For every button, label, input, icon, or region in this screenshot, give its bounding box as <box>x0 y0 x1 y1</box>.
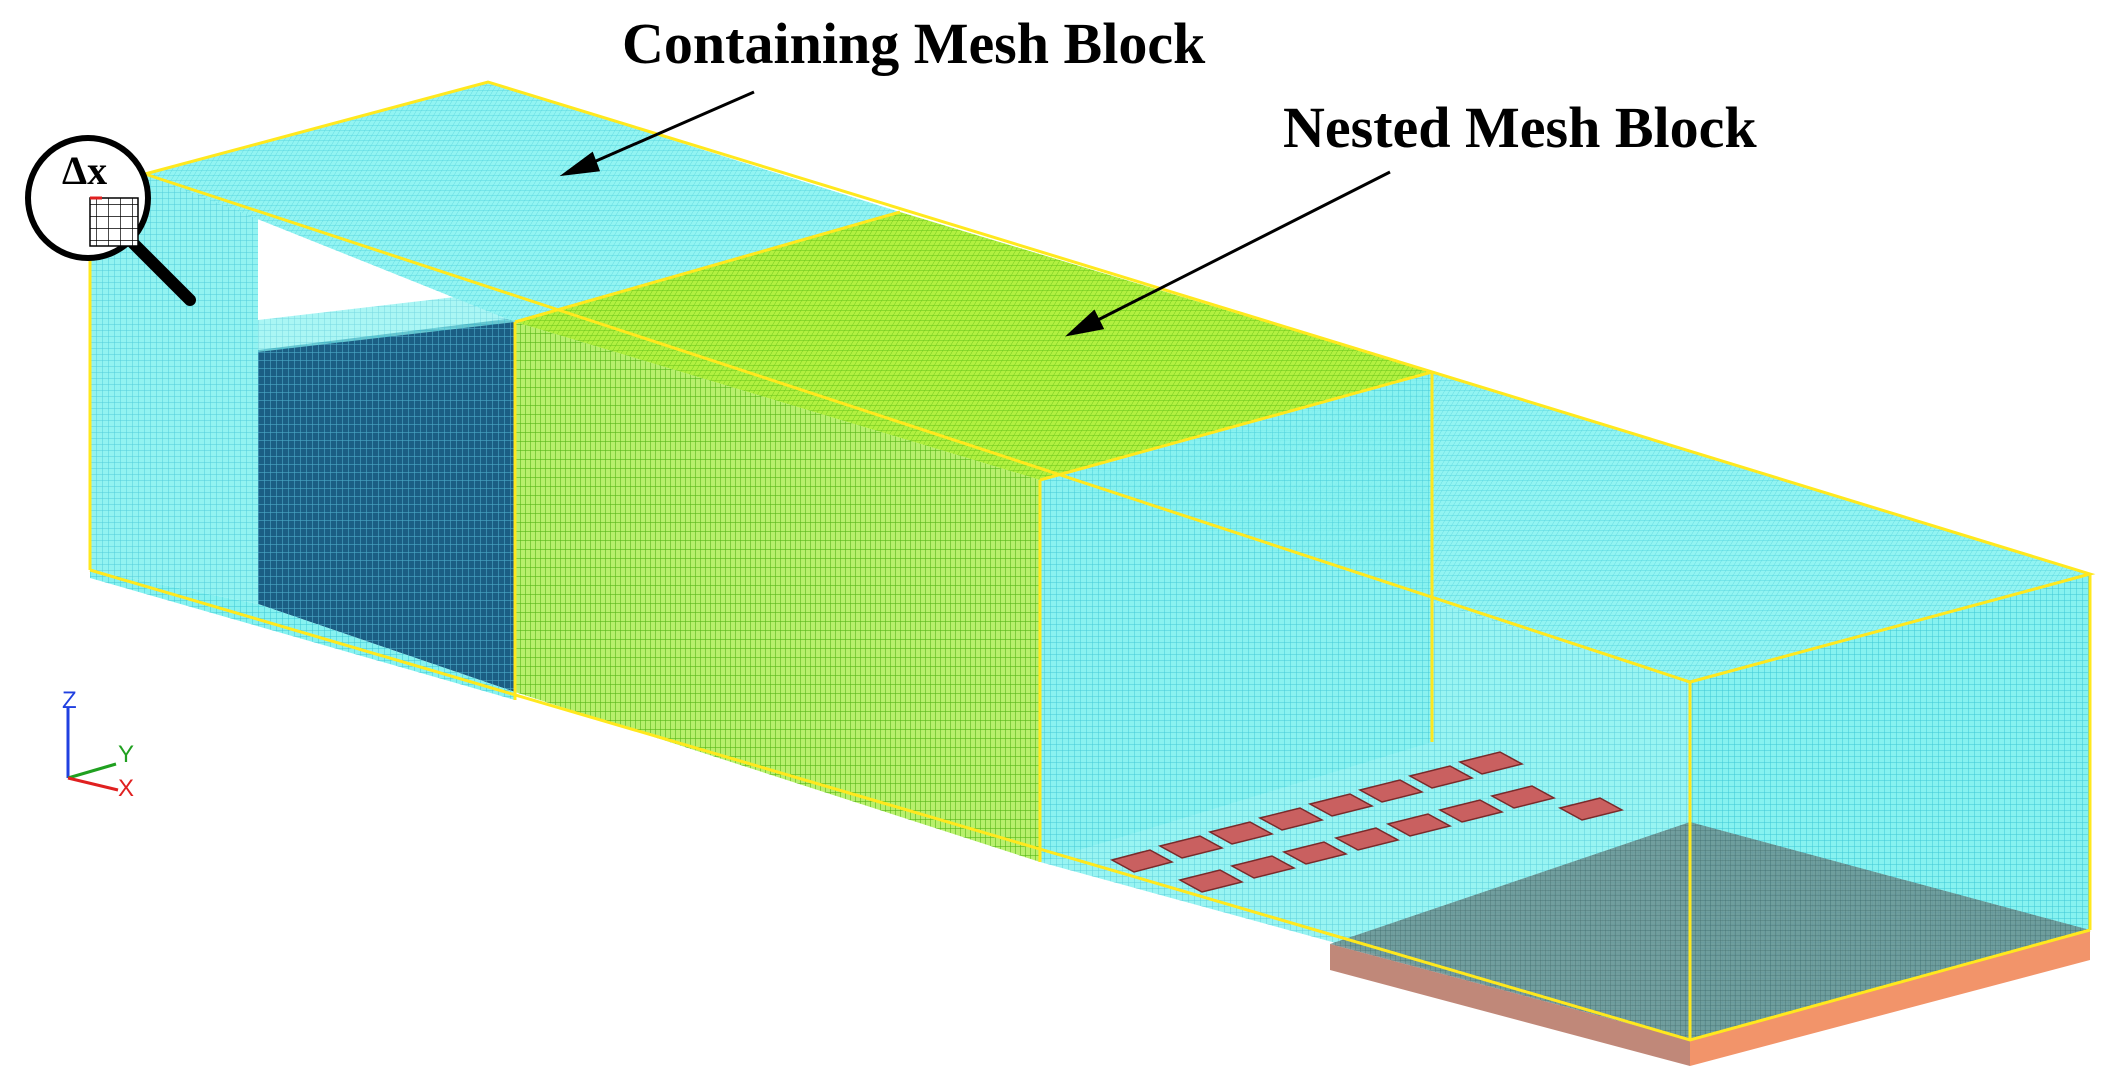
magnifier-grid <box>89 197 139 247</box>
obstacle-block <box>1109 849 1175 873</box>
obstacle-block <box>1307 793 1375 817</box>
containing-mesh-block-label: Containing Mesh Block <box>622 11 1206 76</box>
arrow-containing-head <box>559 151 601 177</box>
floor-slab-front <box>1330 944 1690 1066</box>
nested-block-top <box>515 212 1432 480</box>
annotation-arrows <box>559 90 1391 337</box>
obstacle-block <box>1207 821 1275 845</box>
magnifier-dx-label: Δx <box>62 148 107 193</box>
obstacle-block <box>1407 765 1475 789</box>
obstacle-blocks <box>1109 751 1625 893</box>
axis-y-label: Y <box>118 741 134 768</box>
axis-y-line <box>67 762 117 780</box>
obstacle-block <box>1229 855 1297 879</box>
magnifier-handle <box>124 234 196 306</box>
axis-x-label: X <box>118 775 134 802</box>
containing-block-back-face-left <box>258 290 515 352</box>
obstacle-block <box>1157 835 1225 859</box>
dark-interior-region <box>258 318 515 692</box>
containing-block-top-left <box>145 82 900 322</box>
obstacle-block <box>1357 779 1425 803</box>
bottom-outline <box>89 568 2091 1042</box>
obstacle-block <box>1333 827 1401 851</box>
obstacle-block <box>1489 785 1557 809</box>
obstacle-block <box>1557 797 1625 821</box>
arrow-nested-line <box>1085 170 1391 328</box>
obstacle-block <box>1257 807 1325 831</box>
nested-edge-left <box>514 210 901 324</box>
obstacle-block <box>1281 841 1349 865</box>
arrow-nested-head <box>1065 309 1105 337</box>
magnifier-icon: Δx <box>25 135 196 306</box>
obstacle-block <box>1457 751 1525 775</box>
nested-block-front-face <box>515 322 1040 862</box>
obstacle-block <box>1177 869 1245 893</box>
arrow-containing-line <box>579 90 755 170</box>
floor-mesh <box>1330 822 2090 1040</box>
obstacle-block <box>1437 799 1505 823</box>
nested-mesh-block-label: Nested Mesh Block <box>1283 95 1757 160</box>
obstacle-block <box>1385 813 1453 837</box>
axis-triad-icon: Z Y X <box>62 687 134 802</box>
floor-slab <box>1690 930 2090 1066</box>
containing-block-left-face <box>90 170 258 604</box>
axis-x-line <box>67 776 119 792</box>
axis-z-label: Z <box>62 687 77 714</box>
nested-edge-right <box>1039 370 1433 482</box>
